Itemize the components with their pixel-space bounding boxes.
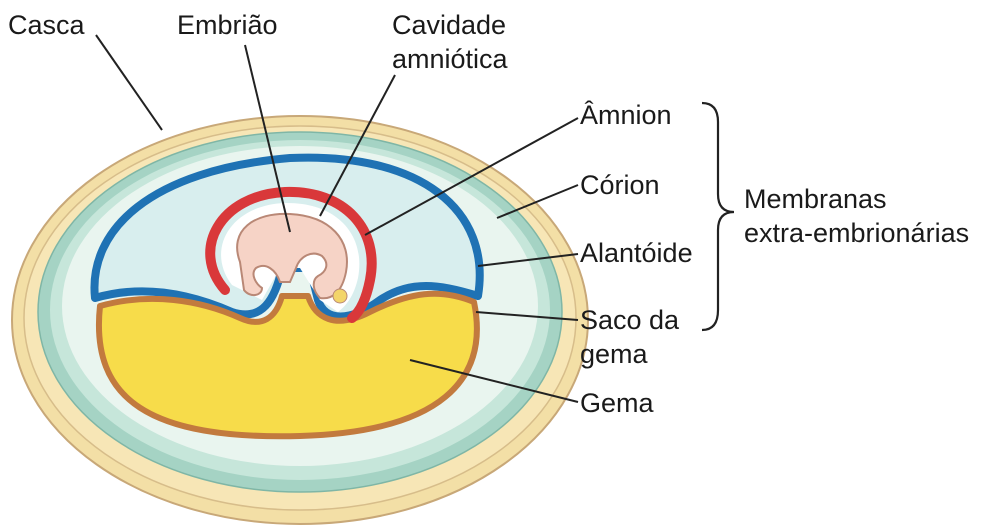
label-membranes-1: Membranas: [744, 184, 887, 214]
label-allantois: Alantóide: [580, 238, 693, 268]
embryo-yolk-stalk: [333, 289, 347, 303]
label-membranes-2: extra-embrionárias: [744, 218, 969, 248]
yolk-sac: [99, 294, 477, 437]
membranes-brace: [702, 103, 734, 330]
label-amnion: Âmnion: [580, 100, 672, 130]
label-amniotic-cavity-1: Cavidade: [392, 10, 506, 40]
label-shell: Casca: [8, 10, 85, 40]
label-yolk-sac-2: gema: [580, 339, 648, 369]
label-amniotic-cavity-2: amniótica: [392, 44, 508, 74]
label-yolk-sac-1: Saco da: [580, 305, 679, 335]
label-yolk: Gema: [580, 388, 654, 418]
label-chorion: Córion: [580, 170, 660, 200]
label-embryo: Embrião: [177, 10, 278, 40]
